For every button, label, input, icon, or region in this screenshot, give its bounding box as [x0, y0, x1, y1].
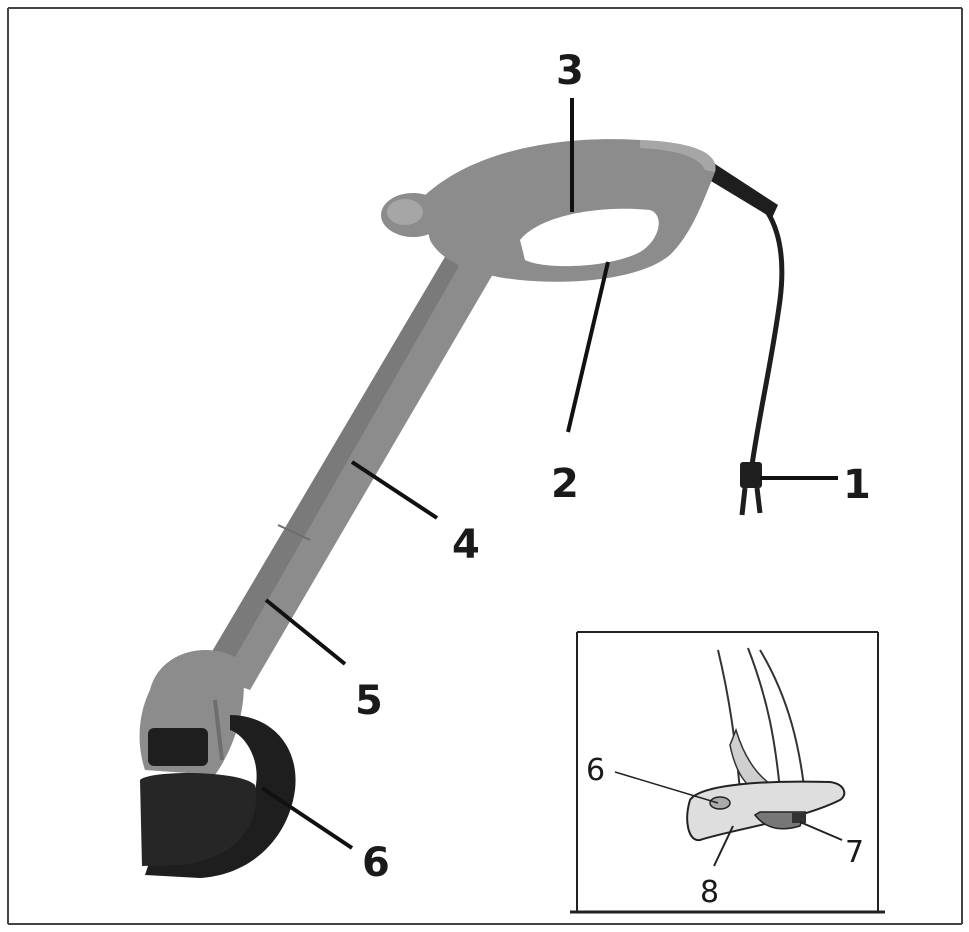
callout-line-5: [264, 598, 347, 666]
outer-frame: [7, 7, 963, 925]
shaft: [200, 240, 500, 690]
callout-line-2: [566, 261, 610, 433]
label-shaft-upper: 4: [452, 522, 480, 568]
inset-label-7: 7: [845, 835, 864, 870]
power-plug: [739, 462, 763, 516]
inset-callout-lines: [614, 771, 843, 867]
inset-label-8: 8: [700, 875, 719, 910]
inset-detail: [570, 631, 885, 914]
label-shaft-lower: 5: [355, 678, 383, 724]
motor-housing: [139, 650, 244, 775]
cutting-guard: [140, 715, 296, 878]
inset-label-6: 6: [586, 753, 605, 788]
callout-line-4: [350, 460, 439, 520]
label-plug: 1: [843, 462, 871, 508]
callout-lines: [260, 98, 838, 850]
label-handle-lower: 2: [551, 461, 579, 507]
power-cable: [706, 162, 785, 466]
handle: [381, 139, 716, 282]
label-guard: 6: [362, 840, 390, 886]
label-handle-upper: 3: [556, 48, 584, 94]
callout-line-6: [260, 786, 354, 850]
